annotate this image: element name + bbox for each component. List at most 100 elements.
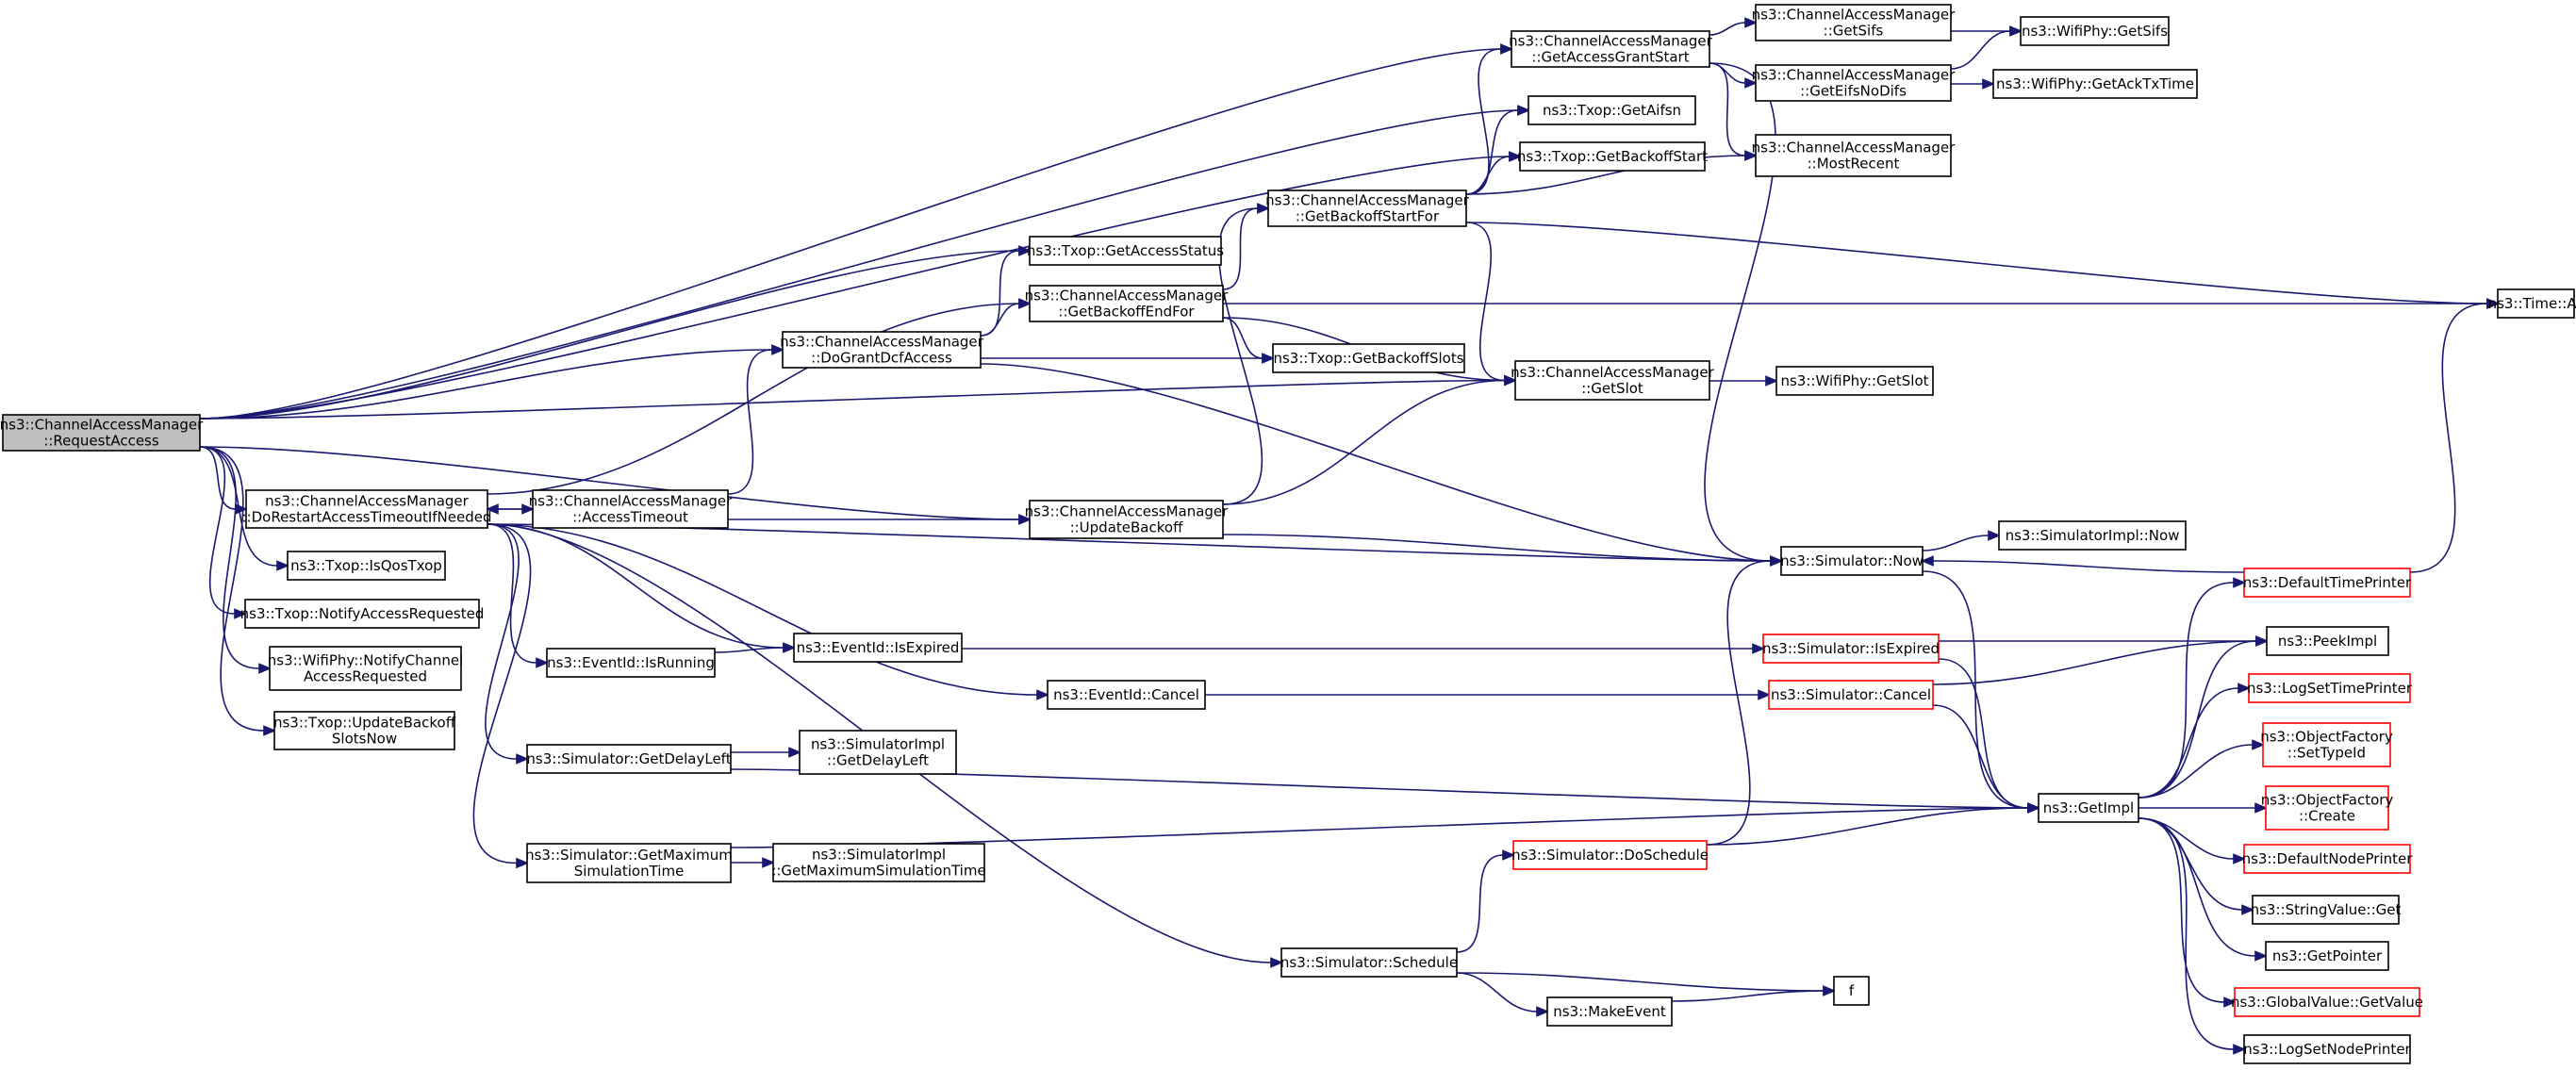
node-getboslots[interactable]: ns3::Txop::GetBackoffSlots xyxy=(1272,343,1465,373)
node-updbackoff[interactable]: ns3::ChannelAccessManager::UpdateBackoff xyxy=(1025,500,1229,539)
node-box[interactable] xyxy=(1029,500,1224,539)
node-schedule[interactable]: ns3::Simulator::Schedule xyxy=(1280,947,1458,978)
node-timeas[interactable]: ns3::Time::As xyxy=(2488,288,2576,319)
node-getsifs_phy[interactable]: ns3::WifiPhy::GetSifs xyxy=(2020,16,2170,46)
node-box[interactable] xyxy=(1998,520,2187,551)
node-getslot_cam[interactable]: ns3::ChannelAccessManager::GetSlot xyxy=(1511,360,1715,401)
node-box[interactable] xyxy=(1514,360,1710,401)
node-defnodeprinter[interactable]: ns3::DefaultNodePrinter xyxy=(2242,844,2414,874)
node-box[interactable] xyxy=(1755,134,1952,177)
node-isexpired[interactable]: ns3::EventId::IsExpired xyxy=(793,633,963,663)
node-box[interactable] xyxy=(1029,236,1222,266)
node-simisexpired[interactable]: ns3::Simulator::IsExpired xyxy=(1762,634,1940,664)
node-isqostxop[interactable]: ns3::Txop::IsQosTxop xyxy=(287,551,446,581)
node-wifinotify[interactable]: ns3::WifiPhy::NotifyChannelAccessRequest… xyxy=(268,646,463,691)
node-objfcreate[interactable]: ns3::ObjectFactory::Create xyxy=(2261,785,2394,831)
node-box[interactable] xyxy=(2266,626,2389,656)
node-getimpl[interactable]: ns3::GetImpl xyxy=(2038,793,2139,823)
node-req[interactable]: ns3::ChannelAccessManager::RequestAccess xyxy=(0,414,204,452)
node-objfsettype[interactable]: ns3::ObjectFactory::SetTypeId xyxy=(2260,722,2393,767)
node-mostrecent[interactable]: ns3::ChannelAccessManager::MostRecent xyxy=(1752,134,1956,177)
node-box[interactable] xyxy=(2020,16,2170,46)
node-box[interactable] xyxy=(1775,366,1934,396)
node-simimplnow[interactable]: ns3::SimulatorImpl::Now xyxy=(1998,520,2187,551)
node-box[interactable] xyxy=(1527,95,1696,125)
node-peekimpl[interactable]: ns3::PeekImpl xyxy=(2266,626,2389,656)
node-box[interactable] xyxy=(1780,546,1924,576)
node-makeevent[interactable]: ns3::MakeEvent xyxy=(1546,996,1673,1027)
node-box[interactable] xyxy=(2243,1034,2411,1064)
node-getacktx[interactable]: ns3::WifiPhy::GetAckTxTime xyxy=(1992,69,2198,99)
node-box[interactable] xyxy=(1511,30,1710,68)
node-dgda[interactable]: ns3::ChannelAccessManager::DoGrantDcfAcc… xyxy=(780,331,984,369)
node-box[interactable] xyxy=(2262,722,2391,767)
node-simnow[interactable]: ns3::Simulator::Now xyxy=(1780,546,1924,576)
node-gbsf[interactable]: ns3::ChannelAccessManager::GetBackoffSta… xyxy=(1265,189,1470,227)
node-drat[interactable]: ns3::ChannelAccessManager::DoRestartAcce… xyxy=(241,489,492,529)
node-isrunning[interactable]: ns3::EventId::IsRunning xyxy=(546,648,716,678)
node-box[interactable] xyxy=(2265,941,2389,971)
node-deftimeprinter[interactable]: ns3::DefaultTimePrinter xyxy=(2243,568,2412,598)
node-box[interactable] xyxy=(2243,568,2411,598)
node-box[interactable] xyxy=(1280,947,1458,978)
node-box[interactable] xyxy=(772,843,985,882)
node-box[interactable] xyxy=(2243,844,2411,874)
node-f[interactable]: f xyxy=(1833,976,1870,1006)
node-box[interactable] xyxy=(532,489,729,529)
node-box[interactable] xyxy=(2265,785,2389,831)
node-gbef[interactable]: ns3::ChannelAccessManager::GetBackoffEnd… xyxy=(1025,285,1229,322)
node-box[interactable] xyxy=(1755,4,1952,41)
node-box[interactable] xyxy=(245,489,488,529)
node-box[interactable] xyxy=(1512,840,1708,870)
node-box[interactable] xyxy=(1047,680,1206,710)
node-box[interactable] xyxy=(782,331,982,369)
node-box[interactable] xyxy=(244,599,480,629)
node-box[interactable] xyxy=(273,711,455,750)
node-getaifsn[interactable]: ns3::Txop::GetAifsn xyxy=(1527,95,1696,125)
node-getmaxsim[interactable]: ns3::Simulator::GetMaximumSimulationTime xyxy=(525,843,733,883)
node-box[interactable] xyxy=(1992,69,2198,99)
node-box[interactable] xyxy=(546,648,716,678)
node-box[interactable] xyxy=(1546,996,1673,1027)
node-notifyaccreq[interactable]: ns3::Txop::NotifyAccessRequested xyxy=(240,599,485,629)
node-globalget[interactable]: ns3::GlobalValue::GetValue xyxy=(2231,987,2423,1017)
node-simimplmax[interactable]: ns3::SimulatorImpl::GetMaximumSimulation… xyxy=(771,843,986,882)
node-box[interactable] xyxy=(2252,895,2400,925)
node-box[interactable] xyxy=(1755,64,1952,102)
node-evcancel[interactable]: ns3::EventId::Cancel xyxy=(1047,680,1206,710)
node-box[interactable] xyxy=(526,843,732,883)
node-box[interactable] xyxy=(2248,673,2411,703)
node-box[interactable] xyxy=(1833,976,1870,1006)
node-box[interactable] xyxy=(2234,987,2420,1017)
node-getbostart[interactable]: ns3::Txop::GetBackoffStart xyxy=(1517,141,1708,172)
node-simcancel[interactable]: ns3::Simulator::Cancel xyxy=(1768,680,1934,710)
node-stringget[interactable]: ns3::StringValue::Get xyxy=(2251,895,2402,925)
node-getslot_phy[interactable]: ns3::WifiPhy::GetSlot xyxy=(1775,366,1934,396)
node-logsettime[interactable]: ns3::LogSetTimePrinter xyxy=(2247,673,2413,703)
node-simimpldelay[interactable]: ns3::SimulatorImpl::GetDelayLeft xyxy=(799,730,957,775)
node-box[interactable] xyxy=(2038,793,2139,823)
node-box[interactable] xyxy=(799,730,957,775)
node-dosched[interactable]: ns3::Simulator::DoSchedule xyxy=(1511,840,1709,870)
node-box[interactable] xyxy=(793,633,963,663)
node-getaccstatus[interactable]: ns3::Txop::GetAccessStatus xyxy=(1027,236,1224,266)
node-box[interactable] xyxy=(269,646,462,691)
node-box[interactable] xyxy=(1768,680,1934,710)
node-box[interactable] xyxy=(2,414,201,452)
node-box[interactable] xyxy=(526,744,732,774)
node-geteifs[interactable]: ns3::ChannelAccessManager::GetEifsNoDifs xyxy=(1752,64,1956,102)
node-acctimeout[interactable]: ns3::ChannelAccessManager::AccessTimeout xyxy=(529,489,733,529)
node-box[interactable] xyxy=(1762,634,1940,664)
node-logsetnode[interactable]: ns3::LogSetNodePrinter xyxy=(2243,1034,2412,1064)
node-getdelayleft[interactable]: ns3::Simulator::GetDelayLeft xyxy=(526,744,732,774)
node-gags[interactable]: ns3::ChannelAccessManager::GetAccessGran… xyxy=(1509,30,1713,68)
node-box[interactable] xyxy=(287,551,446,581)
node-box[interactable] xyxy=(2497,288,2575,319)
node-box[interactable] xyxy=(1519,141,1706,172)
node-box[interactable] xyxy=(1272,343,1465,373)
node-box[interactable] xyxy=(1267,189,1467,227)
node-getpointer[interactable]: ns3::GetPointer xyxy=(2265,941,2389,971)
node-box[interactable] xyxy=(1029,285,1224,322)
node-getsifs_cam[interactable]: ns3::ChannelAccessManager::GetSifs xyxy=(1752,4,1956,41)
